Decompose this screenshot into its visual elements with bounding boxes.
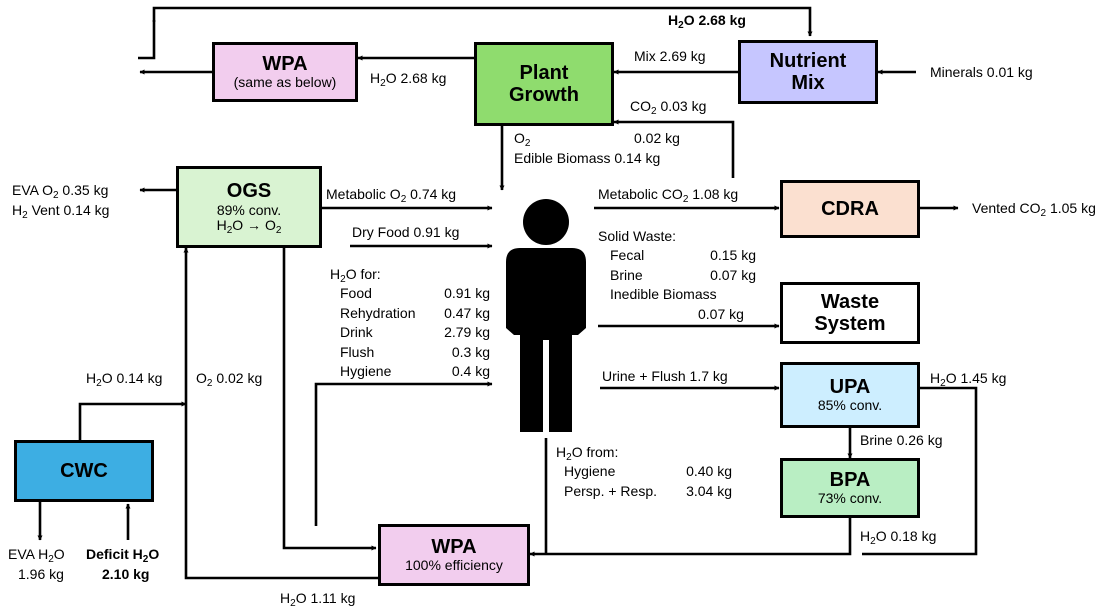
edible-biomass-label: Edible Biomass 0.14 kg bbox=[514, 150, 661, 166]
inedible-biomass-label: Inedible Biomass bbox=[610, 286, 717, 302]
list-item: Persp. + Resp.3.04 kg bbox=[564, 482, 732, 499]
arrow-wpa-to-crew bbox=[314, 381, 493, 526]
h2o-upa-label: H2O 1.45 kg bbox=[930, 370, 1007, 389]
h2o-top-label: H2O 2.68 kg bbox=[668, 12, 746, 31]
cwc-box: CWC bbox=[14, 440, 154, 502]
bpa-sub: 73% conv. bbox=[817, 490, 883, 507]
plant-title-1: Plant bbox=[519, 61, 569, 84]
cdra-title: CDRA bbox=[821, 197, 879, 220]
arrow-co2-to-plant bbox=[613, 119, 735, 178]
urine-flush-label: Urine + Flush 1.7 kg bbox=[602, 368, 728, 384]
inedible-biomass-value: 0.07 kg bbox=[698, 306, 744, 322]
arrow-top-loop-down bbox=[138, 20, 156, 60]
deficit-h2o-value: 2.10 kg bbox=[102, 566, 150, 582]
eva-h2o-label: EVA H2O bbox=[8, 546, 65, 565]
o2-plant-label: O2 bbox=[514, 130, 531, 149]
cwc-title: CWC bbox=[60, 459, 108, 482]
deficit-h2o-label: Deficit H2O bbox=[86, 546, 160, 565]
dry-food-label: Dry Food 0.91 kg bbox=[352, 224, 460, 240]
nutrient-mix-box: Nutrient Mix bbox=[738, 40, 878, 104]
co2-plant-label: CO2 0.03 kg bbox=[630, 98, 707, 117]
ogs-sub-1: 89% conv. bbox=[216, 201, 282, 218]
h2o-for-heading: H2O for: bbox=[330, 266, 381, 285]
metabolic-o2-label: Metabolic O2 0.74 kg bbox=[326, 186, 457, 205]
h2o-bottom-label: H2O 1.11 kg bbox=[280, 590, 356, 609]
arrow-bpa-to-wpa bbox=[529, 518, 852, 557]
metabolic-co2-label: Metabolic CO2 1.08 kg bbox=[598, 186, 739, 205]
wpa-top-sub: (same as below) bbox=[233, 74, 337, 91]
ogs-sub-2: H2O → O2 bbox=[216, 217, 282, 237]
arrow-ogs-to-wpa bbox=[282, 248, 377, 551]
h2o-cwc-label: H2O 0.14 kg bbox=[86, 370, 163, 389]
plant-growth-box: Plant Growth bbox=[474, 42, 614, 126]
arrow-upa-to-wpa bbox=[862, 386, 978, 556]
wpa-bottom-box: WPA 100% efficiency bbox=[378, 524, 530, 586]
ogs-title: OGS bbox=[226, 180, 272, 203]
brine-label: Brine 0.26 kg bbox=[860, 432, 943, 448]
plant-title-2: Growth bbox=[509, 84, 579, 106]
bpa-box: BPA 73% conv. bbox=[780, 458, 920, 518]
upa-title: UPA bbox=[829, 375, 871, 398]
wpa-bottom-title: WPA bbox=[431, 535, 477, 558]
minerals-label: Minerals 0.01 kg bbox=[930, 64, 1033, 80]
o2-cwc-label: O2 0.02 kg bbox=[196, 370, 263, 389]
wpa-top-box: WPA (same as below) bbox=[212, 42, 358, 102]
o2-plant-value: 0.02 kg bbox=[634, 130, 680, 146]
h2-vent-label: H2 Vent 0.14 kg bbox=[12, 202, 110, 221]
mix-label: Mix 2.69 kg bbox=[634, 48, 706, 64]
arrow-h2o-top-loop bbox=[152, 6, 813, 37]
person-icon bbox=[506, 199, 586, 432]
waste-title-1: Waste bbox=[820, 290, 880, 313]
h2o-wpa-label: H2O 2.68 kg bbox=[370, 70, 447, 89]
waste-system-box: Waste System bbox=[780, 282, 920, 344]
solid-waste-heading: Solid Waste: bbox=[598, 228, 677, 244]
arrow-cwc-up bbox=[78, 401, 187, 440]
vented-co2-label: Vented CO2 1.05 kg bbox=[972, 200, 1096, 219]
wpa-top-title: WPA bbox=[262, 52, 308, 75]
eva-o2-label: EVA O2 0.35 kg bbox=[12, 182, 109, 201]
nutrient-title-1: Nutrient bbox=[769, 49, 847, 72]
upa-sub: 85% conv. bbox=[817, 397, 883, 414]
wpa-bottom-sub: 100% efficiency bbox=[405, 557, 503, 574]
h2o-from-heading: H2O from: bbox=[556, 444, 619, 463]
eva-h2o-value: 1.96 kg bbox=[18, 566, 64, 582]
bpa-title: BPA bbox=[829, 468, 871, 491]
upa-box: UPA 85% conv. bbox=[780, 362, 920, 428]
nutrient-title-2: Mix bbox=[791, 72, 825, 94]
h2o-bpa-label: H2O 0.18 kg bbox=[860, 528, 937, 547]
waste-title-2: System bbox=[814, 313, 886, 335]
ogs-box: OGS 89% conv. H2O → O2 bbox=[176, 166, 322, 248]
arrow-wpa-to-ogs bbox=[183, 247, 378, 580]
cdra-box: CDRA bbox=[780, 180, 920, 238]
